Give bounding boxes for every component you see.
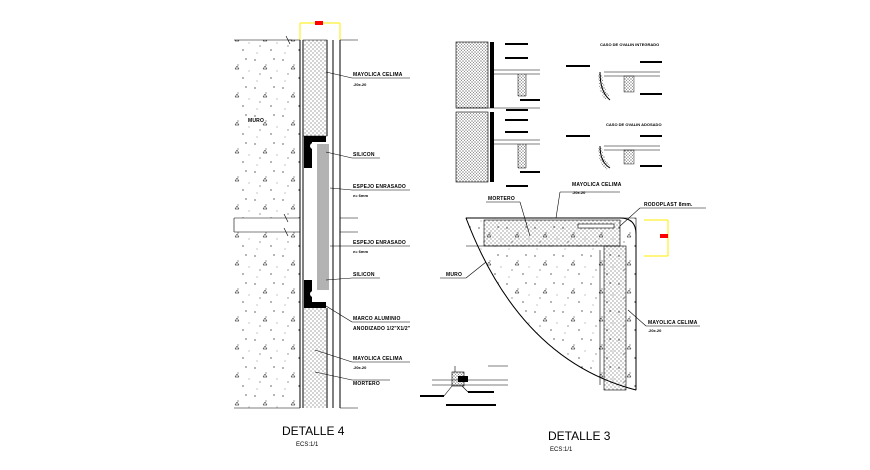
label-mayolica-top-d3: MAYOLICA CELIMA xyxy=(572,182,622,188)
detalle-4: MURO xyxy=(233,21,411,448)
label-espejo-top: ESPEJO ENRASADO xyxy=(353,184,406,190)
muro-label-d4: MURO xyxy=(248,118,264,124)
label-espejo-bot: ESPEJO ENRASADO xyxy=(353,240,406,246)
label-caso-adosado: CASO DE OVALIN ADOSADO xyxy=(606,122,662,127)
section-marker-top xyxy=(299,21,341,40)
label-espejo-bot-thk: e= 6mm xyxy=(353,249,368,254)
label-silicon-top: SILICON xyxy=(353,152,375,158)
mortar-layer-lower xyxy=(303,308,327,408)
sink-detail-integrado xyxy=(455,41,540,111)
sink-detail-adosado xyxy=(455,111,540,187)
sink-detail-right-bottom: CASO DE OVALIN ADOSADO xyxy=(566,122,662,170)
rodoplast-strip xyxy=(577,223,615,229)
detalle-4-title: DETALLE 4 xyxy=(282,424,345,438)
leaders-d4 xyxy=(314,71,410,381)
label-silicon-bot: SILICON xyxy=(353,272,375,278)
detalle-3: CASO DE OVALIN INTEGRADO CASO DE OVALIN … xyxy=(440,41,706,453)
label-marco-2: ANODIZADO 1/2"X1/2" xyxy=(353,326,411,332)
label-mayolica-top-size-d4: .20x.20 xyxy=(353,82,367,87)
label-mayolica-top-d4: MAYOLICA CELIMA xyxy=(353,72,403,78)
silicon-block-bottom xyxy=(304,280,326,308)
corner-section xyxy=(465,217,637,391)
detalle-4-scale: ECS:1/1 xyxy=(296,442,319,448)
mortar-layer-upper xyxy=(302,39,328,137)
label-mayolica-right-size-d3: .20x.20 xyxy=(648,328,662,333)
label-mayolica-bot-size-d4: .20x.20 xyxy=(353,365,367,370)
fixing-detail-small xyxy=(420,365,508,406)
label-espejo-top-thk: e= 6mm xyxy=(353,193,368,198)
mirror-glass xyxy=(317,144,329,290)
label-muro-d3: MURO xyxy=(446,272,462,278)
detalle-3-scale: ECS:1/1 xyxy=(550,447,573,453)
wall-lower xyxy=(234,232,300,408)
leaders-d3 xyxy=(440,191,706,327)
label-mortero-d3: MORTERO xyxy=(488,196,515,202)
mortar-right-band xyxy=(603,245,627,391)
detalle-3-title: DETALLE 3 xyxy=(548,429,611,443)
label-mayolica-bot-d4: MAYOLICA CELIMA xyxy=(353,356,403,362)
wall-upper xyxy=(234,40,300,218)
label-rodoplast: RODOPLAST 8mm. xyxy=(644,202,693,208)
label-mayolica-top-size-d3: .20x.20 xyxy=(572,190,586,195)
label-marco-1: MARCO ALUMINIO xyxy=(353,316,401,322)
sink-detail-right-top: CASO DE OVALIN INTEGRADO xyxy=(566,42,662,101)
section-marker-right xyxy=(644,219,669,257)
label-mortero-d4: MORTERO xyxy=(353,381,380,387)
silicon-block-top xyxy=(304,136,326,168)
label-caso-integrado: CASO DE OVALIN INTEGRADO xyxy=(600,42,659,47)
label-mayolica-right-d3: MAYOLICA CELIMA xyxy=(648,320,698,326)
